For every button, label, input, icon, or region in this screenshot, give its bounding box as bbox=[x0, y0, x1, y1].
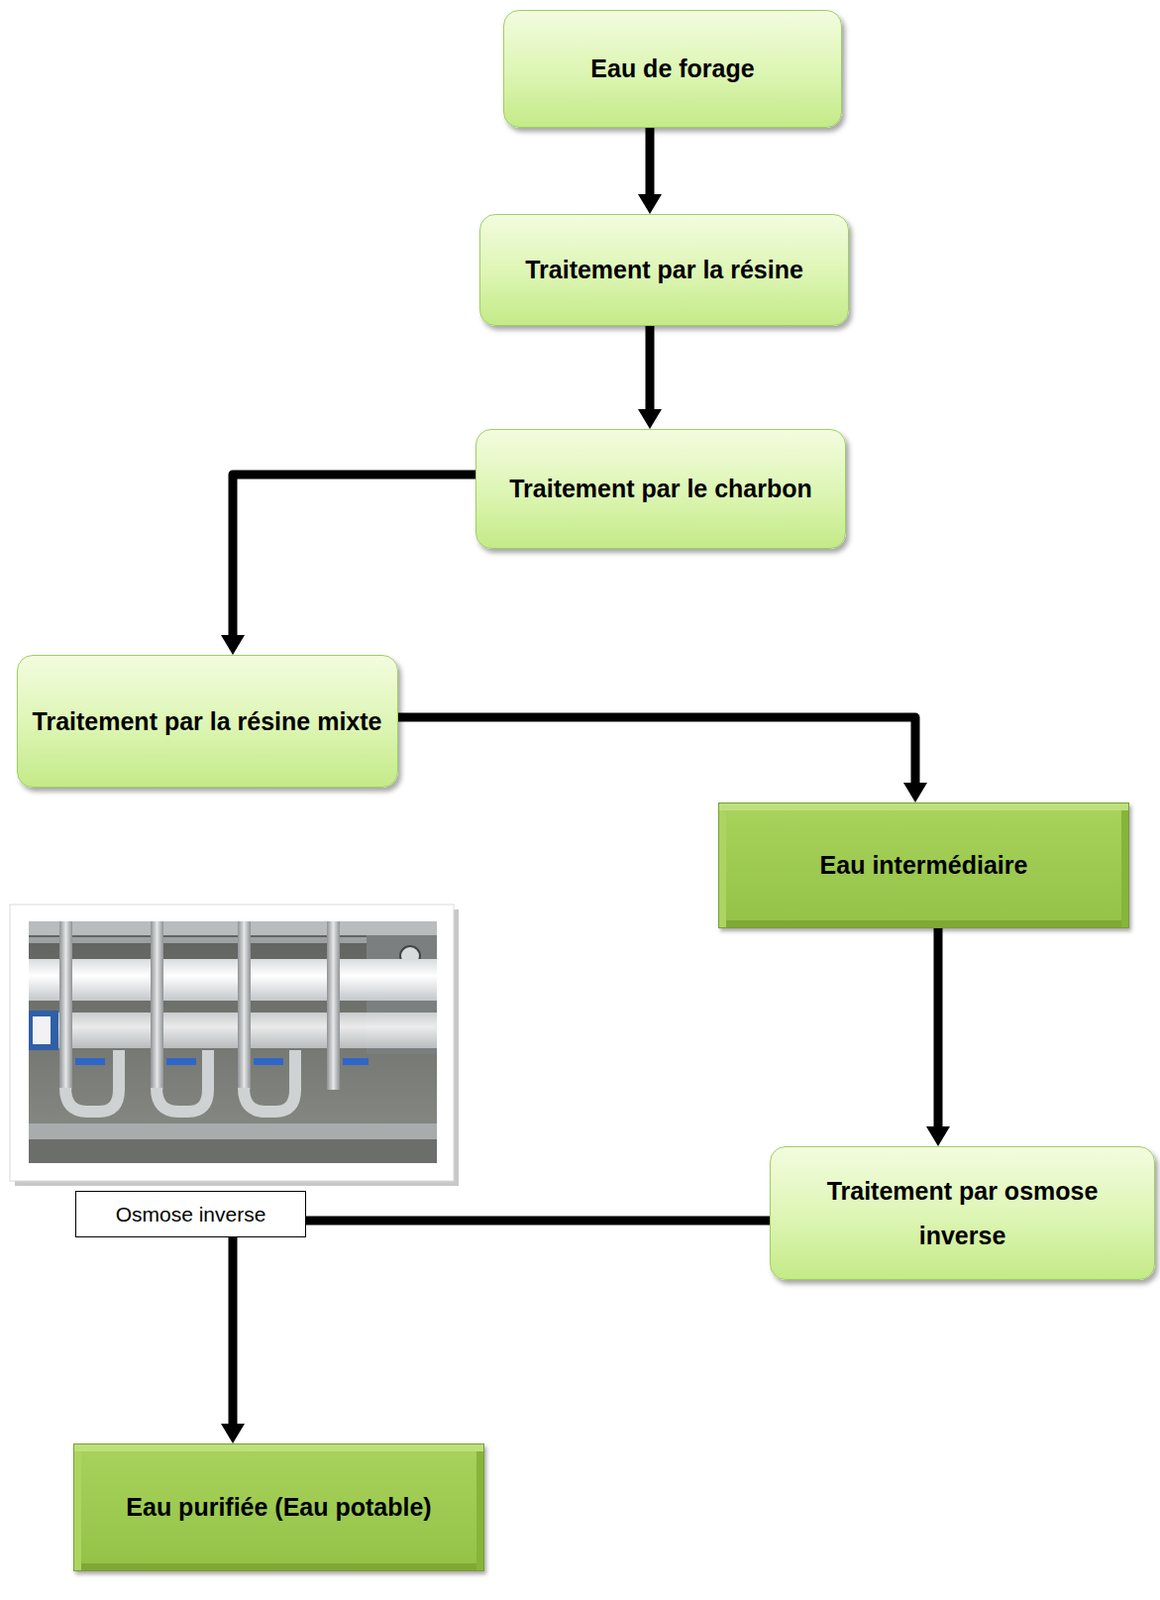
end-cap bbox=[28, 1010, 59, 1051]
water-state-box: Eau purifiée (Eau potable) bbox=[73, 1443, 485, 1572]
arrow-shaft bbox=[934, 928, 944, 1129]
node-label: Eau purifiée (Eau potable) bbox=[125, 1484, 431, 1530]
text-group: Eau de forage bbox=[590, 46, 754, 92]
u-bend bbox=[156, 1050, 209, 1112]
flow-arrow bbox=[220, 474, 476, 655]
end-cap bbox=[32, 1016, 51, 1045]
arrow-head bbox=[637, 409, 662, 429]
photo-image bbox=[28, 921, 437, 1163]
arrow-head bbox=[637, 194, 662, 214]
photo-caption-box: Osmose inverse bbox=[75, 1190, 307, 1238]
arrow-head bbox=[220, 634, 245, 655]
arrow-shaft bbox=[645, 325, 655, 412]
process-box: Eau de forage bbox=[503, 9, 843, 128]
arrow-shaft bbox=[398, 717, 917, 785]
steel-pipe bbox=[59, 921, 73, 1090]
node-label: Eau intermédiaire bbox=[820, 843, 1029, 888]
node-label: Osmose inverse bbox=[115, 1201, 267, 1227]
process-box: Traitement par la résine bbox=[479, 213, 849, 326]
node-label: Eau de forage bbox=[590, 46, 754, 92]
u-bend bbox=[65, 1050, 119, 1112]
arrow-shaft bbox=[228, 1237, 238, 1426]
flow-arrow bbox=[637, 325, 662, 429]
text-group: Traitement par la résine mixte bbox=[32, 699, 383, 744]
process-box: Traitement par la résine mixte bbox=[16, 654, 399, 788]
floor bbox=[28, 1139, 437, 1163]
steel-pipe bbox=[326, 921, 340, 1090]
valve-handle bbox=[166, 1057, 197, 1065]
valve-handle bbox=[342, 1057, 369, 1065]
steel-pipe bbox=[237, 921, 251, 1090]
floor-rail bbox=[28, 1123, 437, 1140]
arrow-head bbox=[926, 1126, 950, 1147]
u-bend bbox=[243, 1050, 296, 1112]
photo-shadow bbox=[14, 909, 459, 1186]
process-box: Traitement par le charbon bbox=[475, 428, 846, 549]
text-group: Traitement par le charbon bbox=[509, 466, 813, 512]
text-group: Traitement par la résine bbox=[525, 247, 804, 293]
ceiling-beam bbox=[28, 921, 437, 936]
text-group: Eau purifiée (Eau potable) bbox=[125, 1484, 431, 1530]
text-group: Eau intermédiaire bbox=[820, 843, 1029, 888]
text-group: Osmose inverse bbox=[115, 1201, 267, 1227]
arrow-head bbox=[903, 782, 928, 803]
node-label: Traitement par la résine bbox=[525, 247, 804, 293]
steel-pipe bbox=[150, 921, 164, 1090]
node-label: Traitement par la résine mixte bbox=[32, 699, 383, 744]
text-group: Traitement par osmose inverse bbox=[785, 1168, 1140, 1259]
photo-frame bbox=[9, 904, 454, 1181]
process-box: Traitement par osmose inverse bbox=[769, 1146, 1156, 1280]
flow-arrow bbox=[637, 127, 662, 214]
photo-background bbox=[28, 921, 437, 1163]
flow-arrow bbox=[926, 928, 950, 1147]
arrow-shaft bbox=[645, 127, 655, 197]
flow-arrow bbox=[306, 1220, 770, 1222]
flow-arrow bbox=[398, 717, 929, 803]
node-label: Traitement par osmose inverse bbox=[785, 1168, 1140, 1259]
membrane-housing bbox=[28, 1012, 437, 1049]
arrow-shaft bbox=[306, 1216, 770, 1226]
node-label: Traitement par le charbon bbox=[509, 466, 813, 512]
flow-arrow bbox=[220, 1237, 245, 1444]
valve-handle bbox=[75, 1057, 106, 1065]
arrow-shaft bbox=[232, 474, 476, 637]
membrane-housing bbox=[28, 958, 437, 1001]
arrow-head bbox=[220, 1423, 245, 1444]
valve-handle bbox=[253, 1057, 284, 1065]
water-state-box: Eau intermédiaire bbox=[718, 802, 1130, 929]
